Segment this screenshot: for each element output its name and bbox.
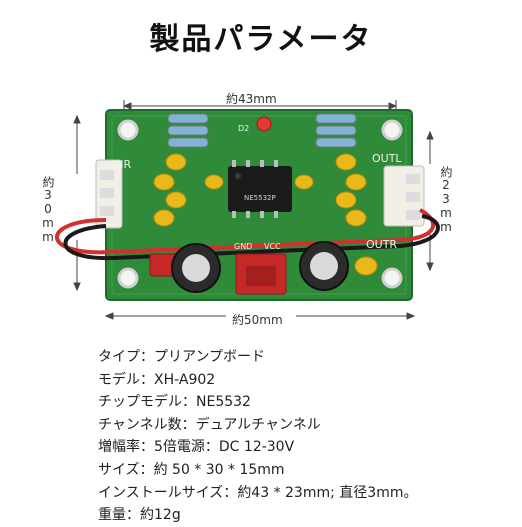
spec-value: 5倍電源：DC 12-30V (154, 439, 295, 456)
dimension-left-label: 約30mm (41, 176, 55, 244)
spec-row: タイプ：プリアンプボード (98, 346, 518, 369)
spec-row: 増幅率：5倍電源：DC 12-30V (98, 436, 518, 459)
pcb-illustration (55, 100, 440, 320)
spec-separator: ： (223, 484, 238, 501)
spec-label: 重量 (98, 507, 126, 524)
spec-label: 増幅率 (98, 439, 140, 456)
board-label-out-right: OUTR (366, 238, 398, 251)
spec-value: 約 50 * 30 * 15mm (153, 461, 285, 478)
spec-label: モデル (98, 371, 140, 388)
board-label-vcc: VCC (264, 242, 281, 251)
wire-black (63, 214, 440, 261)
board-label-out-left: OUTL (372, 152, 402, 165)
ic-chip (228, 166, 292, 212)
spec-separator: ： (140, 439, 154, 456)
resistors-right (315, 113, 357, 148)
spec-separator: ： (181, 416, 196, 433)
spec-label: タイプ (98, 349, 140, 365)
spec-label: チップモデル (98, 394, 182, 411)
page-title: 製品パラメータ (149, 22, 373, 57)
dimension-bottom-label: 約50mm (232, 313, 283, 327)
chip-marking: NE5532P (244, 194, 276, 202)
spec-row: 重量：約12g (98, 504, 518, 527)
dimension-top-label: 約43mm (226, 92, 277, 106)
board-label-gnd: GND (234, 242, 253, 251)
board-label-led: D2 (238, 124, 250, 133)
dimension-right-label: 約23mm (439, 166, 453, 234)
resistors-left (167, 113, 209, 148)
spec-separator: ： (126, 507, 140, 524)
spec-value: 約43 * 23mm; 直径3mm。 (237, 484, 418, 501)
led (256, 116, 272, 132)
spec-value: プリアンプボード (154, 349, 266, 365)
spec-value: NE5532 (196, 394, 251, 411)
spec-row: インストールサイズ：約43 * 23mm; 直径3mm。 (98, 482, 518, 505)
wire-red (55, 208, 436, 255)
spec-value: デュアルチャンネル (195, 416, 321, 433)
spec-value: 約12g (140, 507, 181, 524)
spec-row: チップモデル：NE5532 (98, 391, 518, 414)
ceramic-capacitors (153, 153, 378, 276)
spec-separator: ： (140, 371, 154, 388)
mounting-holes (117, 119, 403, 289)
spec-label: インストールサイズ (98, 484, 224, 501)
spec-row: チャンネル数：デュアルチャンネル (98, 414, 518, 437)
spec-separator: ： (139, 461, 154, 478)
spec-label: サイズ (98, 461, 140, 478)
spec-row: モデル：XH-A902 (98, 369, 518, 392)
spec-separator: ： (182, 394, 196, 411)
spec-row: サイズ：約 50 * 30 * 15mm (98, 459, 518, 482)
board-label-input: INR (112, 158, 132, 171)
spec-value: XH-A902 (154, 371, 216, 388)
product-figure: 約43mm 約50mm 約30mm 約23mm (0, 70, 522, 340)
spec-label: チャンネル数 (98, 416, 182, 433)
spec-separator: ： (140, 349, 154, 365)
